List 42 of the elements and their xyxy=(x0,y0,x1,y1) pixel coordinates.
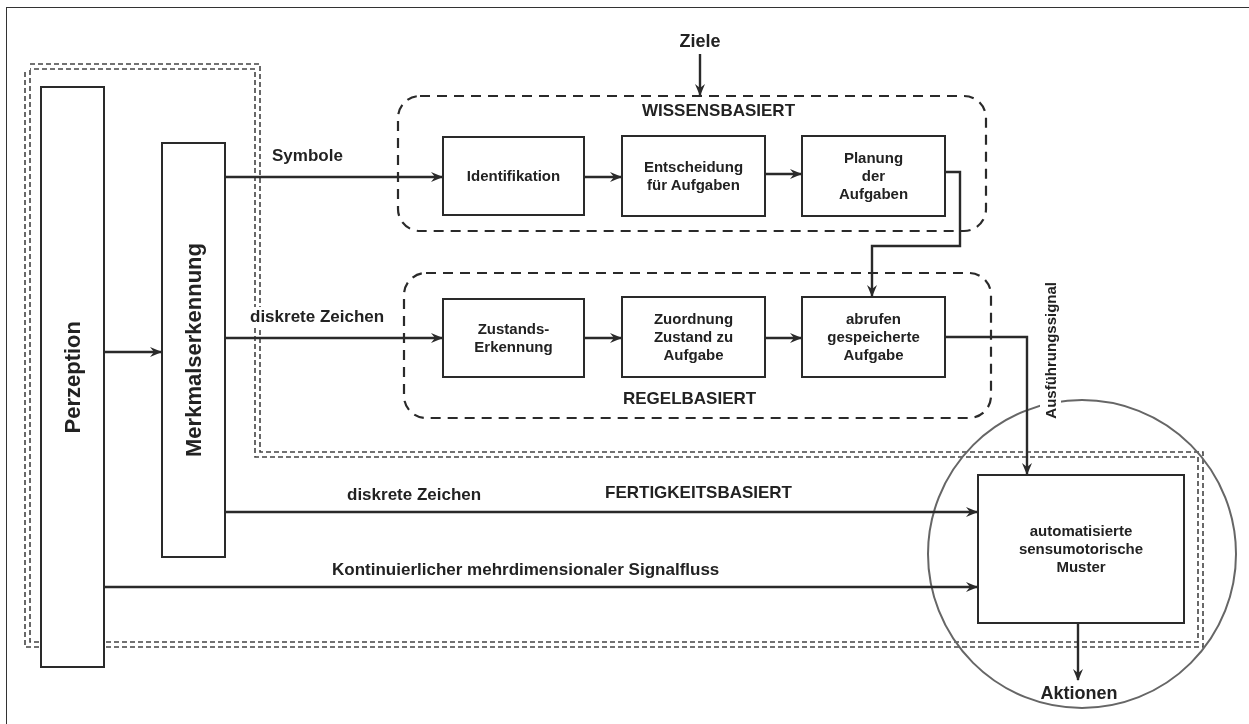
arrow xyxy=(226,507,978,517)
node-label: abrufen gespeicherte Aufgabe xyxy=(826,310,921,364)
group-heading: REGELBASIERT xyxy=(623,389,757,409)
process-bar xyxy=(40,86,105,668)
arrow xyxy=(695,54,705,96)
node-label: Entscheidung für Aufgaben xyxy=(642,158,745,194)
arrow xyxy=(946,335,1032,475)
node-label: Zustands- Erkennung xyxy=(473,320,554,356)
process-box xyxy=(442,298,585,378)
arrow xyxy=(867,170,962,297)
dashed-group xyxy=(397,95,987,232)
arrow xyxy=(1073,624,1083,681)
arrow xyxy=(105,347,162,357)
arrow xyxy=(226,333,443,343)
process-box xyxy=(442,136,585,216)
edge-label: diskrete Zeichen xyxy=(248,307,387,327)
group-heading: WISSENSBASIERT xyxy=(642,101,796,121)
arrow xyxy=(766,333,802,343)
node-label: Perzeption xyxy=(59,320,86,434)
node-label: automatisierte sensumotorische Muster xyxy=(1017,522,1145,576)
arrow xyxy=(766,169,802,179)
node-label: Identifikation xyxy=(465,167,562,185)
dashed-group xyxy=(403,272,992,419)
edge-label: Ausführungssignal xyxy=(1040,282,1061,419)
process-box xyxy=(621,296,766,378)
process-box xyxy=(621,135,766,217)
process-box xyxy=(801,135,946,217)
node-label: Planung der Aufgaben xyxy=(837,149,910,203)
arrow xyxy=(226,172,443,182)
process-box xyxy=(801,296,946,378)
edge-label: Symbole xyxy=(270,146,345,166)
process-bar xyxy=(161,142,226,558)
node-label: Zuordnung Zustand zu Aufgabe xyxy=(652,310,735,364)
arrow xyxy=(585,172,622,182)
edge-label: Kontinuierlicher mehrdimensionaler Signalfluss xyxy=(330,560,722,580)
node-label: Merkmalserkennung xyxy=(180,243,207,457)
process-box xyxy=(977,474,1185,624)
node-label: Aktionen xyxy=(1040,682,1118,704)
arrow xyxy=(105,582,978,592)
node-label: Ziele xyxy=(679,30,721,52)
arrow xyxy=(585,333,622,343)
region-label: FERTIGKEITSBASIERT xyxy=(605,483,792,503)
